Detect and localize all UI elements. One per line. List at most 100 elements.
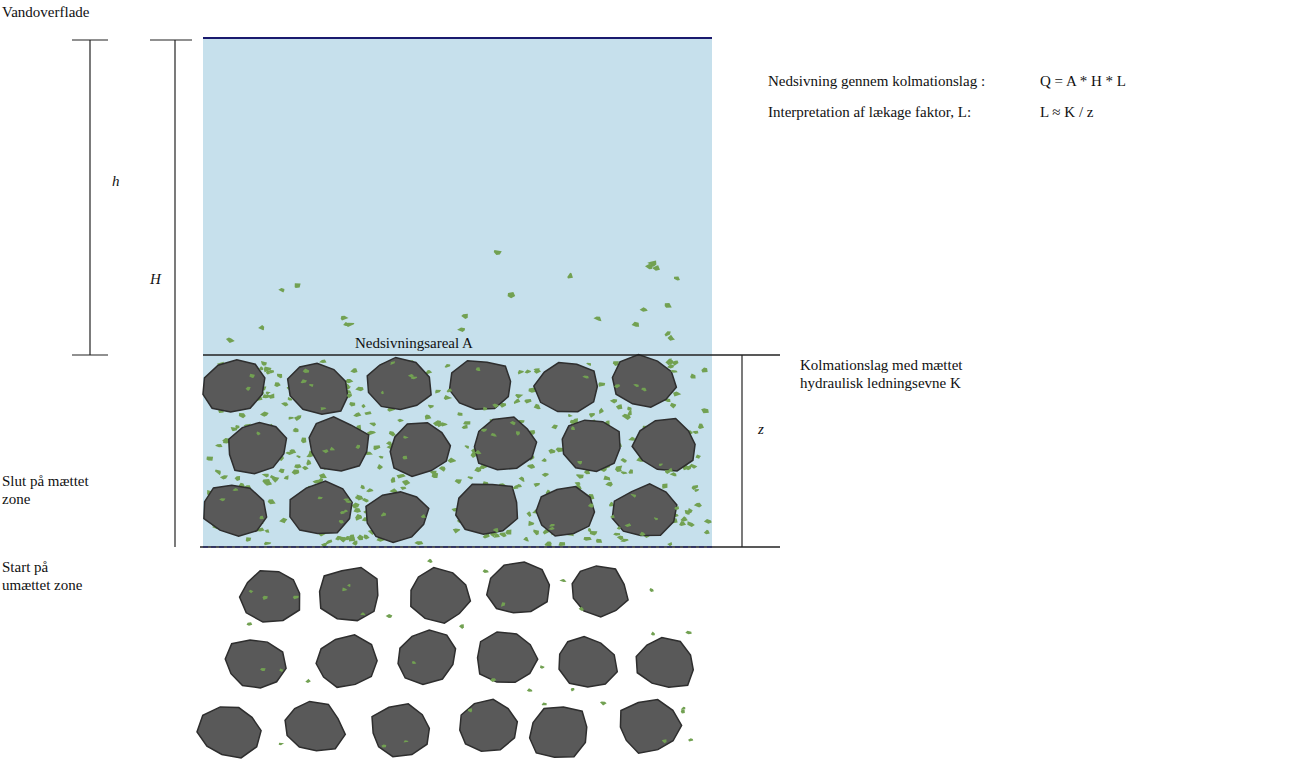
sediment-flake: [339, 537, 346, 542]
sediment-flake: [318, 496, 323, 499]
sediment-flake: [265, 529, 270, 532]
sediment-flake: [479, 465, 484, 469]
sediment-flake: [321, 407, 327, 410]
water-surface-line: [203, 37, 712, 39]
sediment-flake: [402, 456, 407, 460]
sediment-flake: [355, 515, 361, 521]
sediment-flake: [260, 668, 266, 671]
sediment-flake: [627, 406, 632, 410]
sediment-flake: [360, 485, 365, 490]
gravel-stone: [197, 707, 261, 758]
sediment-flake: [694, 503, 702, 508]
sediment-flake: [639, 532, 645, 536]
sediment-flake: [381, 391, 384, 394]
sediment-flake: [378, 456, 383, 459]
sediment-flake: [386, 614, 393, 618]
sediment-flake: [463, 421, 470, 424]
sediment-flake: [459, 624, 464, 629]
sediment-flake: [533, 483, 539, 487]
sediment-flake: [296, 455, 301, 458]
sediment-flake: [501, 602, 505, 606]
sediment-flake: [567, 273, 573, 279]
sediment-flake: [548, 527, 555, 530]
colmation-layer: [203, 355, 712, 547]
water-body: [203, 38, 712, 355]
sediment-flake: [533, 530, 539, 536]
sediment-flake: [369, 422, 376, 426]
sediment-flake: [381, 512, 386, 516]
sediment-flake: [491, 433, 497, 437]
sediment-flake: [435, 390, 441, 394]
sediment-flake: [354, 508, 362, 513]
sediment-flake: [279, 518, 287, 523]
sediment-flake: [493, 528, 499, 532]
sediment-flake: [665, 303, 672, 308]
sediment-flake: [301, 379, 307, 383]
sediment-flake: [362, 498, 369, 503]
sediment-flake: [674, 506, 679, 510]
sediment-flake: [220, 475, 228, 479]
sediment-flake: [447, 458, 456, 464]
sediment-flake: [258, 325, 264, 330]
sediment-flake: [265, 480, 272, 486]
sediment-flake: [695, 455, 701, 459]
sediment-flake: [293, 428, 299, 431]
sediment-flake: [274, 382, 280, 387]
sediment-flake: [215, 470, 221, 476]
sediment-flake: [559, 579, 566, 582]
sediment-flake: [614, 384, 620, 388]
sediment-flake: [391, 477, 396, 483]
sediment-flake: [295, 283, 301, 288]
sediment-flake: [455, 479, 462, 484]
gravel-stone: [559, 636, 617, 687]
sediment-flake: [467, 476, 472, 479]
gravel-stone: [320, 568, 378, 621]
sediment-flake: [519, 477, 525, 483]
sediment-flake: [381, 745, 386, 748]
sediment-flake: [421, 514, 426, 518]
sediment-flake: [603, 475, 610, 480]
sediment-flake: [631, 494, 637, 498]
gravel-stone: [530, 707, 587, 757]
sediment-flake: [289, 417, 294, 420]
sediment-flake: [306, 459, 311, 465]
sediment-flake: [494, 250, 502, 255]
sediment-flake: [259, 516, 263, 520]
zone-label: Start på umættet zone: [2, 558, 98, 594]
gravel-stone: [632, 419, 695, 471]
sediment-flake: [461, 314, 468, 319]
sediment-flake: [386, 441, 392, 445]
sediment-flake: [610, 399, 617, 404]
sediment-flake: [512, 485, 518, 489]
sediment-flake: [266, 370, 270, 374]
sediment-flake: [294, 464, 302, 468]
sediment-flake: [235, 425, 239, 429]
sediment-flake: [226, 338, 235, 343]
sediment-flake: [278, 468, 284, 473]
sediment-flake: [505, 530, 511, 535]
sediment-flake: [462, 425, 468, 429]
sediment-flake: [672, 360, 679, 365]
sediment-flake: [510, 421, 516, 425]
gravel-stone: [460, 699, 518, 751]
sediment-flake: [621, 471, 628, 474]
sediment-flake: [264, 542, 271, 546]
sediment-flake: [464, 445, 468, 448]
sediment-flake: [548, 449, 555, 454]
gravel-stone: [474, 417, 536, 470]
sediment-flake: [344, 536, 350, 540]
sediment-flake: [662, 739, 667, 743]
gravel-stone: [620, 700, 681, 754]
gravel-stone: [229, 422, 287, 473]
sediment-flake: [262, 394, 270, 398]
sediment-flake: [667, 335, 675, 341]
sediment-flake: [206, 457, 213, 461]
sediment-flake: [457, 412, 462, 416]
dashed-boundary: [203, 546, 712, 547]
sediment-flake: [347, 584, 350, 587]
sediment-flake: [688, 738, 693, 741]
sediment-flake: [270, 475, 277, 479]
sediment-flake: [475, 450, 482, 454]
sediment-flake: [624, 523, 631, 527]
sediment-flake: [628, 469, 633, 473]
